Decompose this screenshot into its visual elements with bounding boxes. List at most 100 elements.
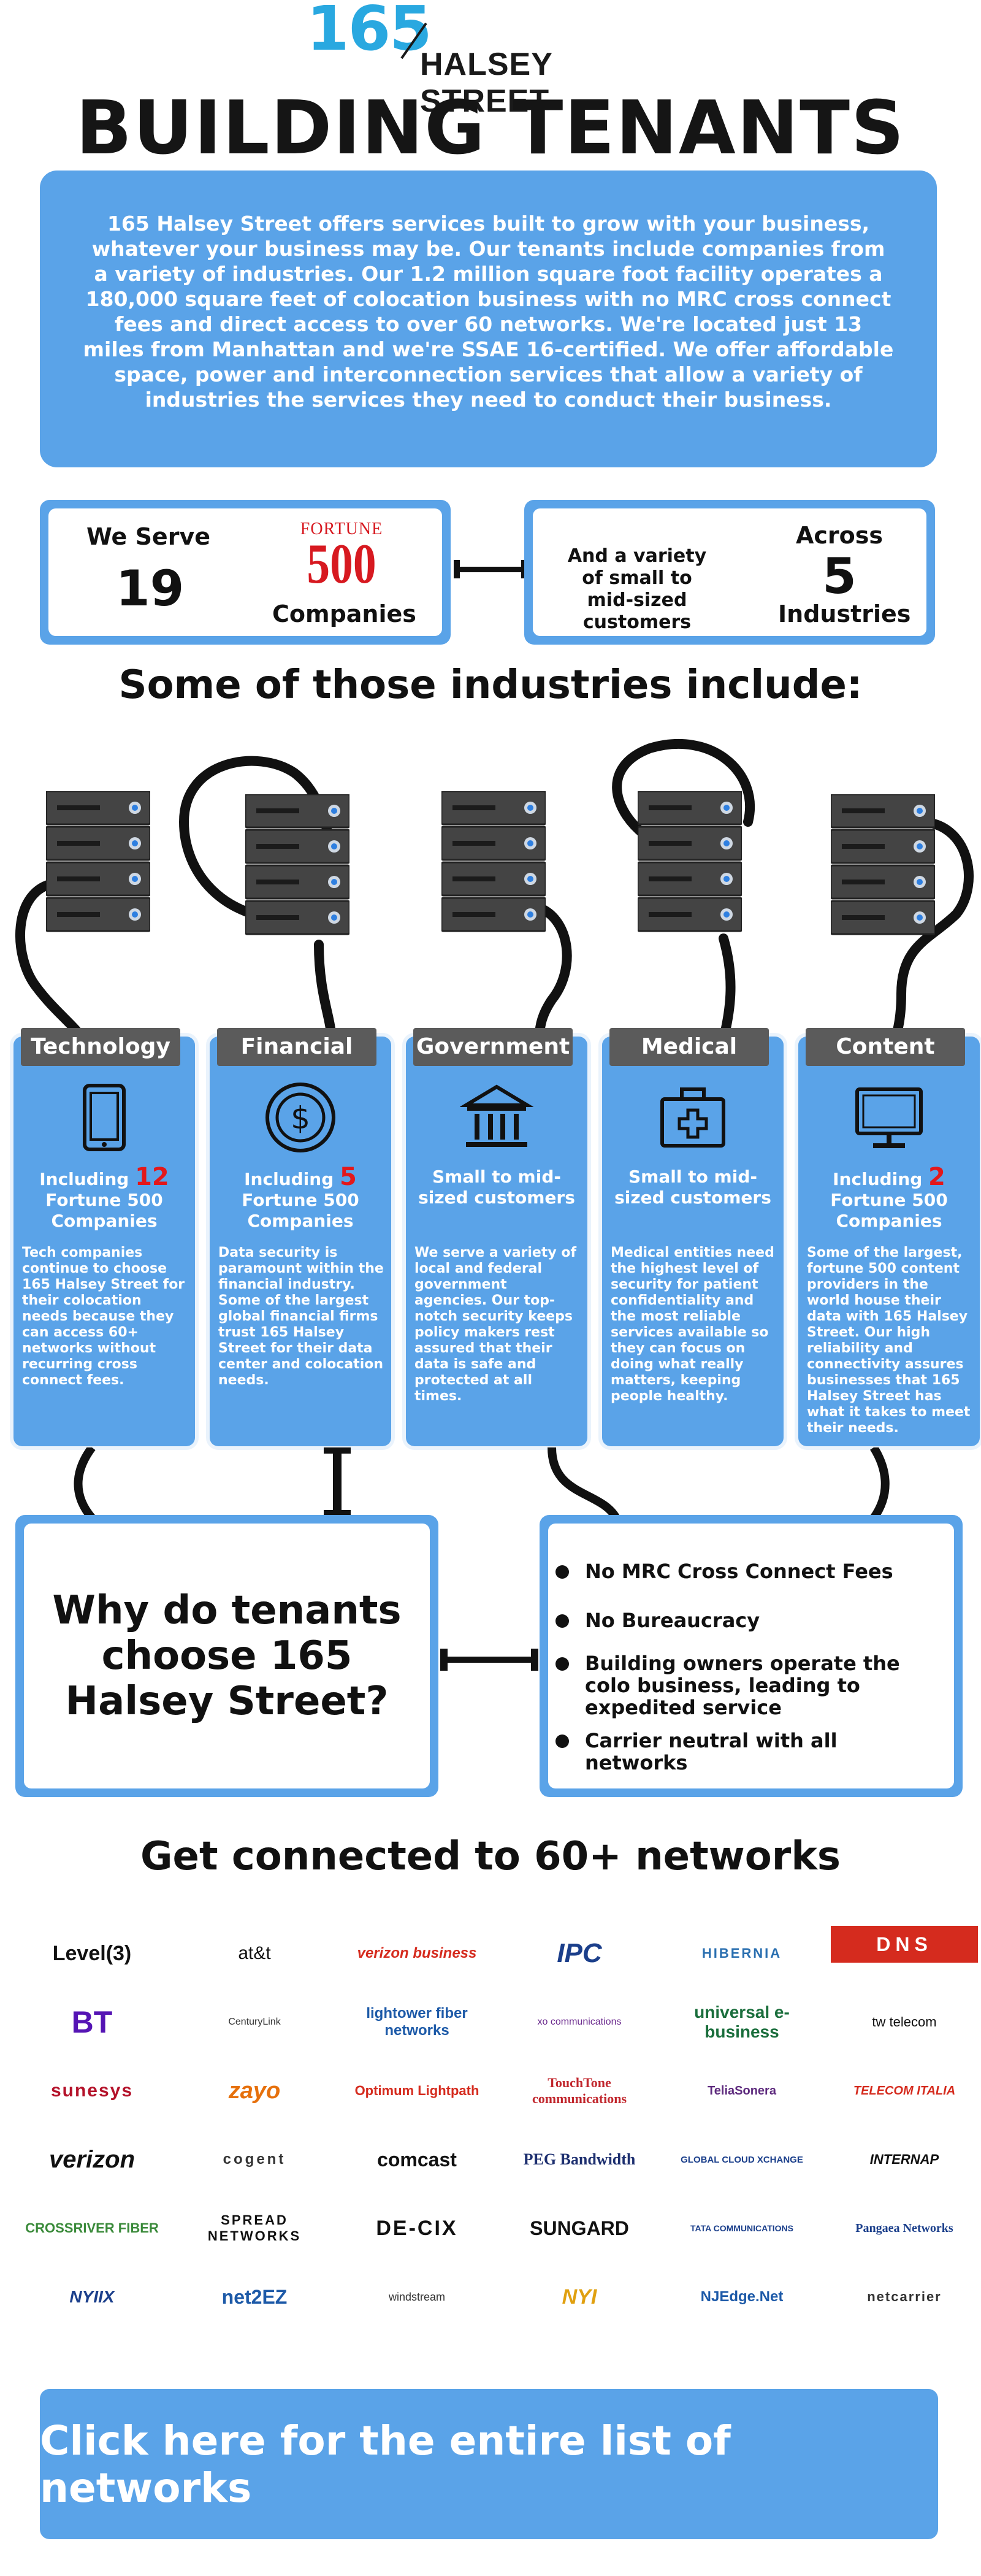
network-logo: xo communications <box>537 2017 622 2027</box>
network-logo: NJEdge.Net <box>700 2288 784 2305</box>
fortune-word: FORTUNE <box>300 519 383 539</box>
industry-head-prefix: Including <box>833 1169 923 1189</box>
network-logo: tw telecom <box>872 2014 937 2030</box>
fortune-500-icon: 500 <box>307 532 376 595</box>
network-logo: CROSSRIVER FIBER <box>25 2220 159 2236</box>
network-list-link[interactable]: Click here for the entire list of networ… <box>40 2389 938 2539</box>
industry-fortune-count: 2 <box>928 1163 945 1191</box>
network-logo: TeliaSonera <box>708 2083 776 2098</box>
network-logo: GLOBAL CLOUD XCHANGE <box>681 2154 803 2165</box>
industry-tab: Content <box>806 1028 965 1066</box>
server-icon <box>830 793 936 944</box>
industry-head-prefix: Including <box>39 1169 129 1189</box>
network-logo: universal e-business <box>694 2003 790 2041</box>
network-logo: PEG Bandwidth <box>523 2150 636 2168</box>
industries-heading: Some of those industries include: <box>118 662 863 708</box>
reasons-box: No MRC Cross Connect Fees No Bureaucracy… <box>540 1515 963 1797</box>
industry-count: 5 <box>822 548 857 605</box>
network-logo: Pangaea Networks <box>855 2221 953 2235</box>
industry-description: We serve a variety of local and federal … <box>414 1245 577 1404</box>
reason-item: No MRC Cross Connect Fees <box>555 1560 941 1582</box>
network-logo: NYI <box>562 2285 597 2309</box>
network-logo: Optimum Lightpath <box>354 2083 479 2098</box>
network-logo: INTERNAP <box>869 2152 939 2167</box>
network-logo: SUNGARD <box>530 2217 629 2239</box>
industry-tab: Medical <box>609 1028 769 1066</box>
network-logo: lightower fiber networks <box>366 2005 468 2039</box>
industry-head-suffix: Fortune 500 Companies <box>242 1190 359 1231</box>
network-logo: TELECOM ITALIA <box>853 2083 956 2098</box>
logo-number: 165 <box>307 0 432 64</box>
bottom-connectors <box>74 1447 890 1521</box>
fortune-stat-box: We Serve 19 FORTUNE 500 Companies <box>40 500 451 645</box>
network-logo: at&t <box>238 1943 271 1963</box>
intro-panel: 165 Halsey Street offers services built … <box>40 171 937 467</box>
industry-headline: Small to mid-sized customers <box>413 1167 580 1208</box>
industry-description: Some of the largest, fortune 500 content… <box>807 1245 971 1436</box>
industry-fortune-count: 12 <box>135 1163 169 1191</box>
network-logo: NYIIX <box>69 2287 115 2306</box>
network-logo: SPREAD NETWORKS <box>207 2212 302 2244</box>
industry-card-medical: Medical Small to mid-sized customers Med… <box>602 1028 784 1446</box>
network-logo: TATA COMMUNICATIONS <box>690 2223 793 2233</box>
industry-head-prefix: Including <box>244 1169 334 1189</box>
network-logo: BT <box>71 2005 113 2039</box>
network-logo: comcast <box>377 2148 457 2171</box>
industry-head-suffix: Small to mid-sized customers <box>614 1167 771 1208</box>
network-logo: cogent <box>223 2151 286 2168</box>
medical-kit-icon <box>656 1081 730 1154</box>
network-logo: windstream <box>388 2290 446 2303</box>
industry-head-suffix: Small to mid-sized customers <box>418 1167 575 1208</box>
industry-head-suffix: Fortune 500 Companies <box>830 1190 948 1231</box>
we-serve-label: We Serve <box>86 523 210 550</box>
reason-item: Carrier neutral with all networks <box>555 1730 941 1774</box>
server-icon <box>45 790 151 941</box>
reason-item: No Bureaucracy <box>555 1609 941 1631</box>
network-logo: sunesys <box>50 2080 134 2101</box>
companies-label: Companies <box>272 600 416 627</box>
network-logo: CenturyLink <box>228 2017 281 2027</box>
server-icon <box>440 790 547 941</box>
government-building-icon <box>459 1081 534 1154</box>
logo-slash-icon <box>400 22 427 59</box>
network-logo: DE-CIX <box>376 2216 458 2240</box>
networks-heading: Get connected to 60+ networks <box>140 1834 841 1879</box>
industry-card-government: Government Small to mid-sized customers … <box>406 1028 587 1446</box>
network-logo: netcarrier <box>867 2289 942 2304</box>
server-icon <box>244 793 351 944</box>
server-icon <box>636 790 743 941</box>
across-label: Across <box>795 522 884 549</box>
industry-tab: Technology <box>21 1028 180 1066</box>
network-logo: net2EZ <box>221 2285 288 2308</box>
industry-description: Medical entities need the highest level … <box>611 1245 774 1404</box>
industry-tab: Government <box>413 1028 573 1066</box>
page-title: BUILDING TENANTS <box>75 86 906 171</box>
network-logo: zayo <box>228 2077 281 2104</box>
intro-text: 165 Halsey Street offers services built … <box>83 212 894 412</box>
network-logo: verizon <box>48 2145 136 2173</box>
why-connector <box>440 1649 538 1671</box>
industry-fortune-count: 5 <box>340 1163 357 1191</box>
industries-label: Industries <box>778 600 911 627</box>
network-logo: DNS <box>831 1926 978 1963</box>
reason-item: Building owners operate the colo busines… <box>555 1652 941 1719</box>
tablet-icon <box>67 1081 141 1154</box>
why-question: Why do tenants choose 165 Halsey Street? <box>24 1524 430 1788</box>
industries-stat-box: And a variety of small to mid-sized cust… <box>524 500 935 645</box>
dollar-icon: $ <box>264 1081 337 1154</box>
network-logo: HIBERNIA <box>701 1945 782 1961</box>
variety-text: And a variety of small to mid-sized cust… <box>567 545 707 633</box>
industry-head-suffix: Fortune 500 Companies <box>45 1190 163 1231</box>
network-logo: verizon business <box>357 1945 477 1961</box>
halsey-logo: 165 HALSEY STREET <box>307 0 674 119</box>
fortune-count: 19 <box>116 560 185 617</box>
monitor-icon <box>852 1081 926 1154</box>
logo-street: HALSEY STREET <box>420 47 552 119</box>
why-box: Why do tenants choose 165 Halsey Street? <box>15 1515 438 1797</box>
industry-headline: Small to mid-sized customers <box>609 1167 776 1208</box>
